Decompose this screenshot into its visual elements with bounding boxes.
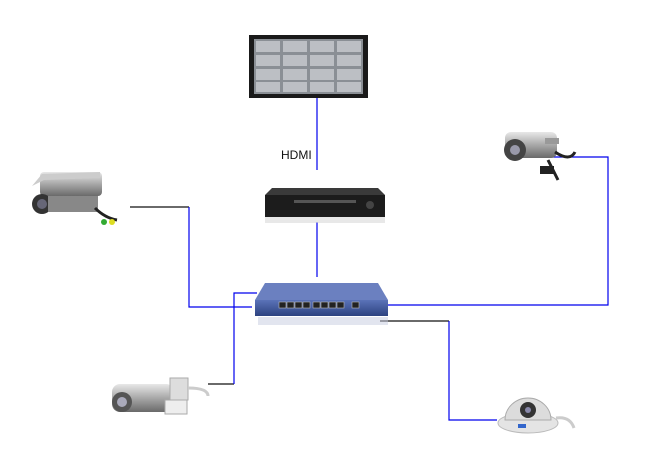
network-switch-icon	[255, 283, 388, 325]
dvr-recorder-icon	[265, 188, 385, 223]
bullet-camera-bottom-icon	[112, 377, 210, 415]
dome-camera-icon	[497, 397, 576, 434]
box-camera-left-icon	[32, 172, 118, 225]
hdmi-label: HDMI	[281, 148, 312, 162]
bullet-camera-right-icon	[504, 132, 577, 181]
link-right-camera	[388, 156, 609, 306]
connection-lines	[130, 98, 609, 421]
link-bullet-camera	[233, 292, 257, 384]
link-dome-camera	[448, 321, 497, 421]
link-left-camera	[188, 207, 252, 308]
monitor-icon	[249, 35, 368, 98]
